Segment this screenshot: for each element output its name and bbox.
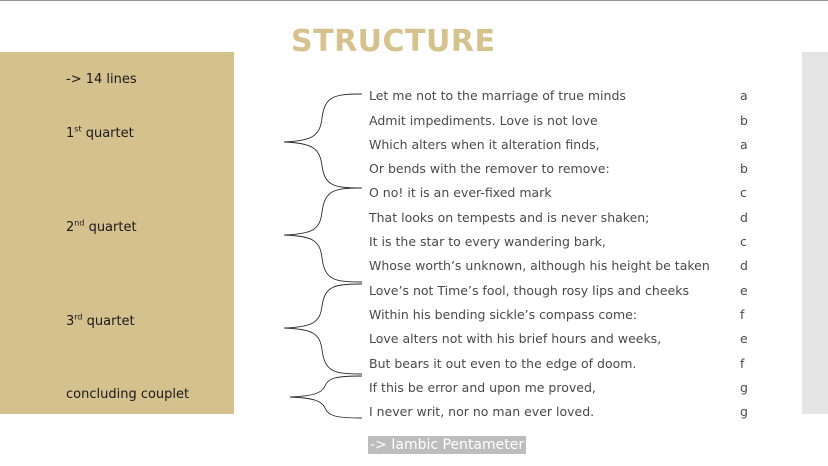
first-quartet-label: 1st quartet	[66, 124, 134, 141]
third-quartet-label: 3rd quartet	[66, 312, 135, 329]
meter-note: -> Iambic Pentameter	[368, 436, 527, 454]
top-divider	[0, 0, 828, 1]
rhyme-letter: e	[740, 283, 748, 298]
poem-line: Let me not to the marriage of true minds	[369, 88, 626, 103]
concluding-couplet-label: concluding couplet	[66, 387, 190, 402]
poem-line: Or bends with the remover to remove:	[369, 161, 610, 176]
rhyme-letter: d	[740, 258, 748, 273]
rhyme-letter: a	[740, 88, 748, 103]
poem-line: It is the star to every wandering bark,	[369, 234, 606, 249]
poem-line: Love’s not Time’s fool, though rosy lips…	[369, 283, 689, 298]
brace-third-quartet	[283, 283, 363, 375]
slide-title: STRUCTURE	[291, 24, 496, 59]
structure-panel	[0, 52, 234, 414]
line-count-label: -> 14 lines	[66, 72, 137, 87]
rhyme-letter: b	[740, 113, 748, 128]
poem-line: Which alters when it alteration finds,	[369, 137, 600, 152]
rhyme-letter: c	[740, 234, 747, 249]
rhyme-letter: f	[740, 356, 745, 371]
poem-line: Love alters not with his brief hours and…	[369, 331, 662, 346]
rhyme-letter: f	[740, 307, 745, 322]
poem-line: But bears it out even to the edge of doo…	[369, 356, 637, 371]
rhyme-letter: b	[740, 161, 748, 176]
rhyme-letter: a	[740, 137, 748, 152]
poem-line: That looks on tempests and is never shak…	[369, 210, 650, 225]
brace-second-quartet	[283, 187, 363, 283]
rhyme-letter: g	[740, 380, 748, 395]
poem-line: Admit impediments. Love is not love	[369, 113, 598, 128]
rhyme-letter: d	[740, 210, 748, 225]
rhyme-letter: g	[740, 404, 748, 419]
side-strip	[802, 52, 828, 414]
poem-line: Within his bending sickle’s compass come…	[369, 307, 638, 322]
rhyme-letter: e	[740, 331, 748, 346]
brace-first-quartet	[283, 93, 363, 189]
brace-couplet	[289, 375, 363, 419]
poem-line: O no! it is an ever-fixed mark	[369, 185, 552, 200]
second-quartet-label: 2nd quartet	[66, 218, 137, 235]
rhyme-letter: c	[740, 185, 747, 200]
poem-line: If this be error and upon me proved,	[369, 380, 596, 395]
poem-line: I never writ, nor no man ever loved.	[369, 404, 595, 419]
poem-line: Whose worth’s unknown, although his heig…	[369, 258, 710, 273]
